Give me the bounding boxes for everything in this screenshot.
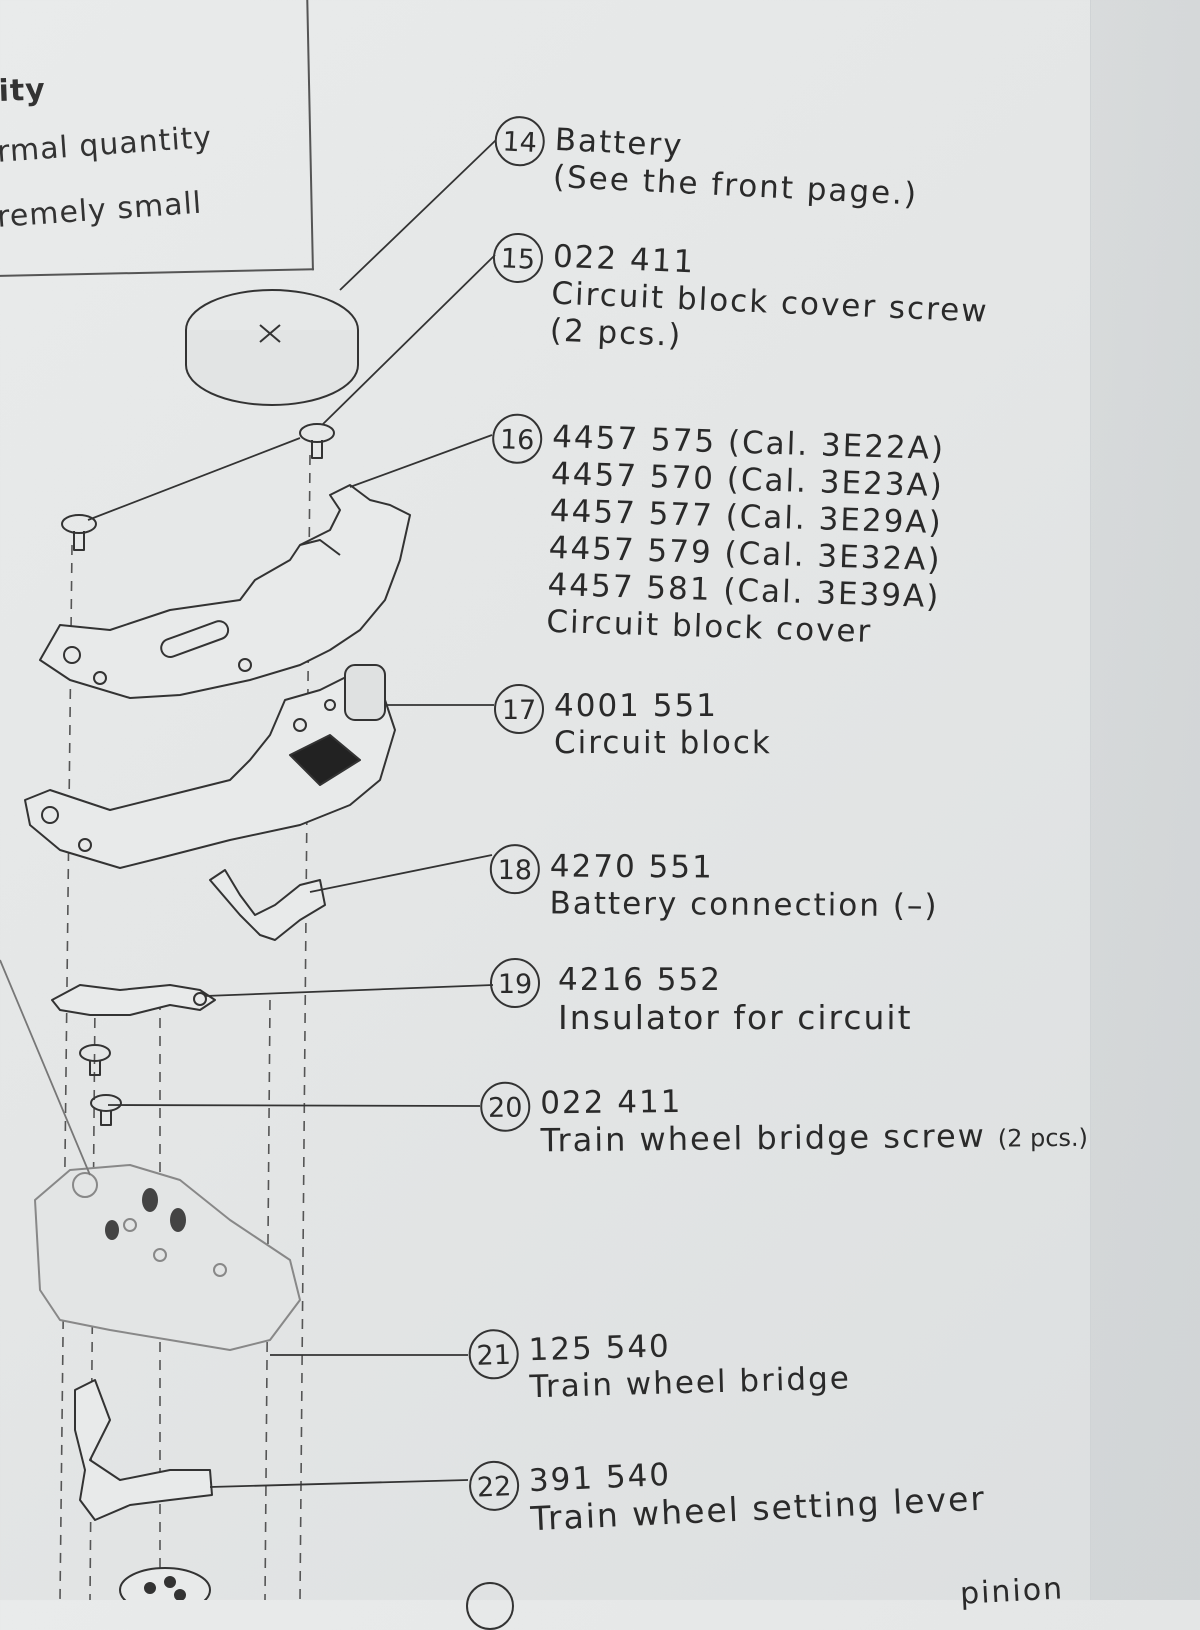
setting-lever-drawing [74,1379,213,1521]
part-description: 4457 575 (Cal. 3E22A) 4457 570 (Cal. 3E2… [546,419,946,653]
leader-lines [0,139,497,1488]
train-wheel-bridge-drawing [34,1164,301,1351]
part-quantity-suffix: (2 pcs.) [997,1123,1089,1153]
part-description: 022 411 Circuit block cover screw (2 pcs… [549,239,991,368]
circuit-block-cover-drawing [39,484,411,699]
circuit-block-drawing [24,664,396,869]
part-line: 4001 551 [554,688,718,724]
train-wheel-bridge-pins [105,1188,186,1240]
part-line-text: Train wheel bridge screw [540,1116,987,1160]
battery-connection-drawing [209,869,326,941]
part-description: 125 540 Train wheel bridge [528,1323,851,1406]
cover-screws-drawing [61,423,335,551]
page-edge [1090,0,1200,1600]
part-number-circle: 19 [490,958,540,1008]
cutoff-part-23 [466,1582,514,1630]
part-description: 4001 551 Circuit block [554,688,772,762]
part-description: 022 411 Train wheel bridge screw (2 pcs.… [540,1080,1088,1163]
train-wheel-screws-drawing [79,1044,122,1126]
part-line: 4270 551 [549,848,714,886]
part-line: Circuit block [554,725,772,761]
insulator-drawing [51,984,216,1016]
part-line: 4216 552 [558,962,722,998]
part-description: 4270 551 Battery connection (–) [549,848,938,925]
part-line: Train wheel bridge screw (2 pcs.) [540,1117,1088,1163]
part-line: Battery connection (–) [549,885,939,925]
part-line: Insulator for circuit [558,998,913,1037]
part-line: 022 411 [540,1083,683,1122]
cutoff-text: pinion [959,1571,1065,1612]
part-number-circle: 20 [480,1081,531,1132]
assembly-axis-lines [59,454,311,1600]
part-number-circle: 17 [494,684,544,734]
battery-drawing [185,289,359,406]
part-description: 4216 552 Insulator for circuit [558,962,913,1036]
part-number-circle: 18 [489,844,540,895]
